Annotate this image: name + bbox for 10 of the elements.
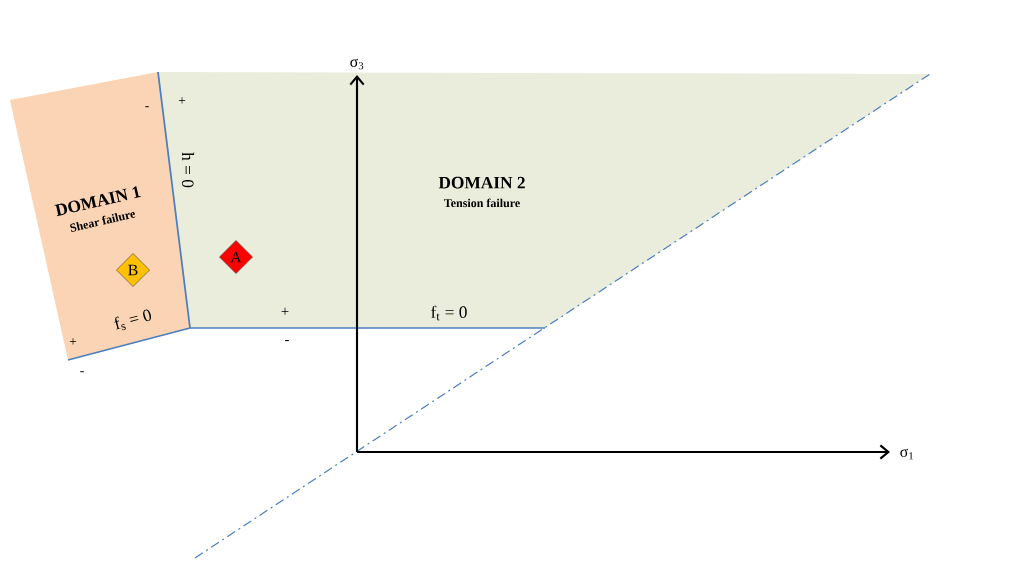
equation-label: f$_{t}$ = 0 [431, 305, 467, 321]
axis-label: σ$_{3}$ [350, 58, 364, 70]
sign-label: - [285, 340, 289, 342]
sign-label: + [281, 307, 289, 315]
equation-label: f$_{s}$ = 0 [114, 309, 152, 331]
axis-label: σ$_{1}$ [900, 448, 913, 460]
sign-label: + [178, 97, 186, 104]
sign-label: + [69, 338, 77, 345]
sign-label: - [145, 106, 149, 108]
sign-label: - [80, 371, 84, 373]
